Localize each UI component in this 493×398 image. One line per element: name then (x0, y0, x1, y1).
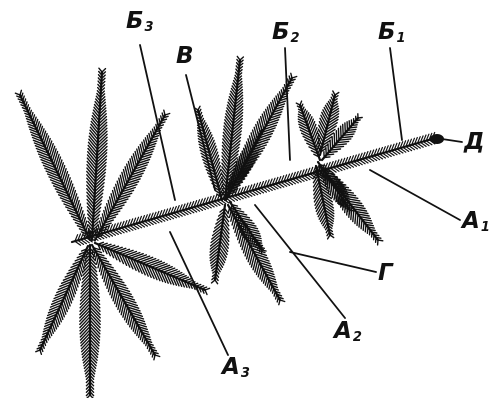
needle-mass (14, 55, 384, 398)
whorl1-upright-twig (320, 113, 363, 162)
leader-b2 (284, 47, 291, 161)
label-b2: Б2 (272, 19, 300, 46)
leader-g (289, 251, 377, 273)
label-leader-lines (139, 44, 463, 356)
label-a3: А3 (222, 354, 250, 381)
label-v: В (176, 43, 194, 69)
whorl2-down2-twig (228, 200, 267, 255)
whorl2-upleft-twig (193, 105, 225, 202)
whorl1-down2-twig (312, 164, 335, 240)
label-b3: Б3 (126, 8, 154, 35)
label-a2: А2 (334, 318, 362, 345)
main-axis-shoot (70, 131, 439, 246)
whorl2-up2-twig (224, 125, 267, 202)
label-b1: Б1 (378, 19, 406, 46)
leader-a2 (254, 204, 346, 319)
whorl3-downright-twig (90, 243, 161, 361)
leader-d (441, 138, 463, 143)
leader-a3 (169, 231, 229, 356)
leader-v (185, 74, 216, 191)
whorl3-down-twig (79, 243, 101, 398)
leader-b3 (139, 44, 176, 201)
whorl2-down-twig (209, 203, 230, 285)
leader-b1 (389, 47, 403, 141)
whorl3-upright-twig (93, 109, 171, 242)
label-a1: А1 (462, 208, 490, 235)
terminal-bud (430, 134, 444, 144)
whorl3-downleft-twig (35, 244, 90, 355)
label-g: Г (378, 260, 393, 286)
whorl3-upleft-twig (14, 89, 92, 242)
whorl1-upleft-twig (295, 100, 322, 162)
label-d: Д (464, 129, 485, 155)
branch-axis (70, 131, 444, 246)
whorl1-up-twig (317, 90, 340, 157)
leader-a1 (369, 169, 461, 221)
whorl3-up-twig (86, 67, 108, 242)
